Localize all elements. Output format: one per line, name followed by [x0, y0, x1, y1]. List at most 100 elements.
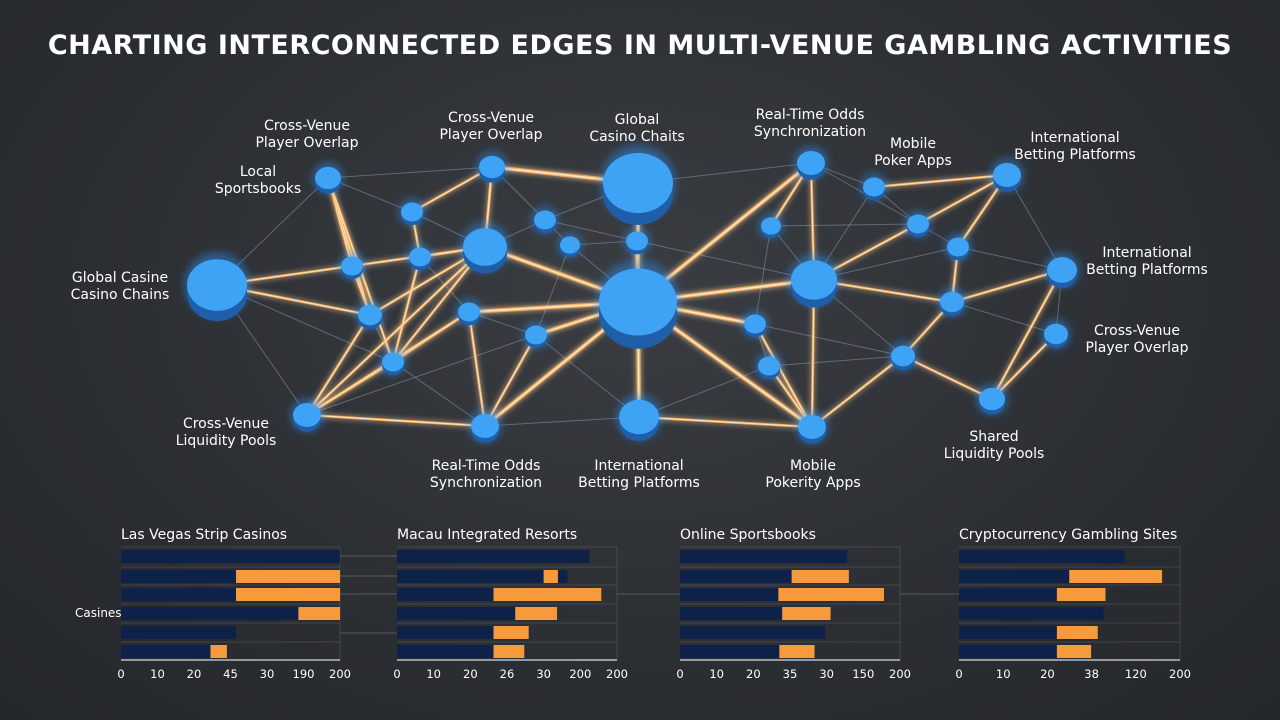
tick-label: 0 — [393, 667, 400, 681]
node-top — [358, 304, 382, 326]
tick-label: 10 — [996, 667, 1011, 681]
glowing-edge-core — [306, 246, 486, 416]
glowing-edge-core — [902, 355, 993, 400]
network-node — [600, 145, 676, 225]
node-label-line: International — [1102, 245, 1191, 261]
tick-label: 10 — [709, 667, 724, 681]
tick-label: 20 — [1040, 667, 1055, 681]
bar-navy — [121, 626, 236, 639]
thin-edge — [754, 323, 904, 357]
tick-label: 10 — [150, 667, 165, 681]
network-node — [531, 206, 559, 234]
node-label-line: Mobile — [790, 458, 836, 474]
bar-orange — [515, 607, 558, 620]
panel-title: Cryptocurrency Gambling Sites — [959, 527, 1177, 543]
bar-orange — [210, 645, 227, 658]
bar-navy — [397, 550, 590, 563]
node-label-line: Synchronization — [754, 124, 866, 140]
node-label-line: Synchronization — [430, 475, 542, 491]
bar-navy — [680, 607, 799, 620]
node-top — [525, 325, 547, 345]
node-label-line: Cross-Venue — [448, 110, 534, 126]
bar-orange — [791, 570, 849, 583]
bar-navy — [680, 570, 810, 583]
node-top — [479, 155, 505, 179]
thin-edge — [1006, 174, 1063, 271]
node-label-line: Cross-Venue — [1094, 323, 1180, 339]
node-label-line: Mobile — [890, 136, 936, 152]
node-label-line: Casino Chaits — [589, 129, 684, 145]
tick-label: 200 — [329, 667, 351, 681]
network-node — [596, 260, 680, 349]
node-top — [458, 302, 480, 322]
tick-label: 200 — [606, 667, 628, 681]
bar-orange — [779, 645, 815, 658]
bar-navy — [959, 588, 1073, 601]
node-top — [940, 291, 964, 313]
tick-label: 30 — [536, 667, 551, 681]
node-top — [758, 356, 780, 376]
bar-orange — [493, 588, 602, 601]
bar-navy — [121, 645, 226, 658]
panel-ylabel: Casines — [75, 606, 122, 620]
node-label-line: Real-Time Odds — [432, 458, 541, 474]
bar-orange — [298, 607, 340, 620]
network-node — [860, 173, 888, 201]
network-node — [888, 341, 918, 371]
network-node — [944, 233, 972, 261]
tick-label: 38 — [1084, 667, 1099, 681]
thin-edge — [544, 219, 638, 242]
node-top — [761, 217, 781, 235]
node-label-line: Sportsbooks — [215, 181, 301, 197]
node-top — [315, 166, 341, 190]
bar-orange — [1056, 645, 1092, 658]
network-node — [455, 298, 483, 326]
network-node — [338, 252, 366, 280]
tick-label: 200 — [1169, 667, 1191, 681]
node-label-line: Real-Time Odds — [756, 107, 865, 123]
glowing-edge-core — [991, 269, 1063, 400]
panel-title: Las Vegas Strip Casinos — [121, 527, 287, 543]
tick-label: 30 — [260, 667, 275, 681]
bar-orange — [493, 645, 525, 658]
bar-orange — [1056, 626, 1098, 639]
node-label-line: International — [594, 458, 683, 474]
network-node — [755, 352, 783, 380]
glowing-edge-core — [484, 334, 537, 427]
network-node — [758, 213, 784, 239]
bar-orange — [778, 588, 884, 601]
network-node — [904, 210, 932, 238]
tick-label: 20 — [746, 667, 761, 681]
bar-navy — [121, 607, 340, 620]
bar-orange — [543, 570, 558, 583]
glowing-edge-core — [392, 256, 421, 363]
node-top — [341, 256, 363, 276]
network-node — [406, 243, 434, 271]
bar-orange — [1069, 570, 1163, 583]
thin-edge — [768, 355, 904, 367]
bar-navy — [959, 645, 1073, 658]
bar-orange — [782, 607, 831, 620]
tick-label: 0 — [955, 667, 962, 681]
tick-label: 200 — [889, 667, 911, 681]
bar-navy — [397, 607, 535, 620]
node-label-line: Player Overlap — [255, 135, 358, 151]
node-top — [463, 228, 507, 266]
thin-edge — [327, 166, 493, 179]
network-node — [990, 158, 1024, 192]
network-node — [355, 300, 385, 330]
bar-orange — [235, 570, 340, 583]
network-node — [557, 232, 583, 258]
thin-edge — [535, 244, 571, 336]
